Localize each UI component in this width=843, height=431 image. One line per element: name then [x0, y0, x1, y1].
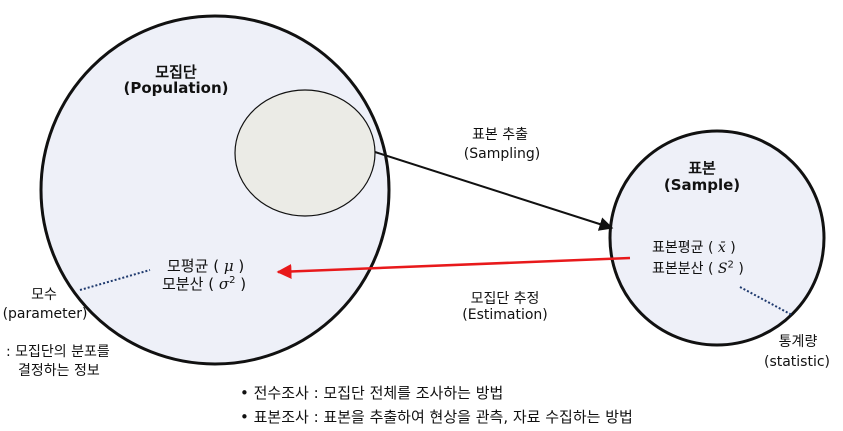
- sampling-arrow: [374, 151, 614, 231]
- bullet-dot-icon: •: [240, 408, 254, 426]
- statistic-label: 통계량: [778, 334, 818, 350]
- bullet-text: 전수조사 : 모집단 전체를 조사하는 방법: [253, 384, 504, 402]
- bullet-dot-icon: •: [240, 384, 254, 402]
- sample-variance-symbol: S: [717, 261, 728, 277]
- sample-mean-label: 표본평균: [652, 240, 704, 256]
- population-variance: 모분산 ( σ2 ): [162, 275, 247, 293]
- sample-subtitle: (Sample): [663, 176, 741, 194]
- population-variance-label: 모분산: [162, 275, 204, 293]
- estimation-label: 모집단 추정: [470, 291, 540, 307]
- sample-mean-symbol: x̄: [717, 240, 726, 256]
- parameter-sublabel: (parameter): [2, 306, 88, 322]
- sample-title: 표본: [688, 159, 716, 177]
- parameter-desc-line1: : 모집단의 분포를: [6, 344, 110, 360]
- sample-circle: [608, 129, 826, 347]
- statistic-sublabel: (statistic): [763, 354, 831, 370]
- bullet-text: 표본조사 : 표본을 추출하여 현상을 관측, 자료 수집하는 방법: [253, 408, 633, 426]
- sampled-subset-ellipse: [234, 89, 376, 217]
- sample-mean: 표본평균 ( x̄ ): [652, 240, 736, 256]
- sample-variance-exponent: 2: [727, 259, 734, 271]
- bullet-item: • 전수조사 : 모집단 전체를 조사하는 방법: [240, 382, 503, 403]
- population-mean-symbol: μ: [223, 257, 234, 275]
- parameter-label: 모수: [31, 287, 57, 303]
- sampling-label: 표본 추출: [472, 127, 528, 143]
- sample-variance-label: 표본분산: [652, 261, 704, 277]
- sample-variance: 표본분산 ( S2 ): [652, 259, 744, 277]
- bullet-item: • 표본조사 : 표본을 추출하여 현상을 관측, 자료 수집하는 방법: [240, 406, 633, 427]
- estimation-arrow: [276, 256, 631, 279]
- parameter-pointer-line: [79, 269, 151, 291]
- sampling-sublabel: (Sampling): [463, 146, 541, 162]
- population-subtitle: (Population): [123, 79, 229, 97]
- population-title: 모집단: [155, 63, 197, 81]
- estimation-sublabel: (Estimation): [462, 307, 548, 323]
- population-mean: 모평균 ( μ ): [167, 257, 245, 275]
- population-variance-exponent: 2: [229, 275, 236, 286]
- parameter-desc-line2: 결정하는 정보: [18, 363, 100, 379]
- population-mean-label: 모평균: [167, 257, 209, 275]
- population-variance-symbol: σ: [218, 275, 230, 293]
- statistic-pointer-line: [739, 286, 793, 316]
